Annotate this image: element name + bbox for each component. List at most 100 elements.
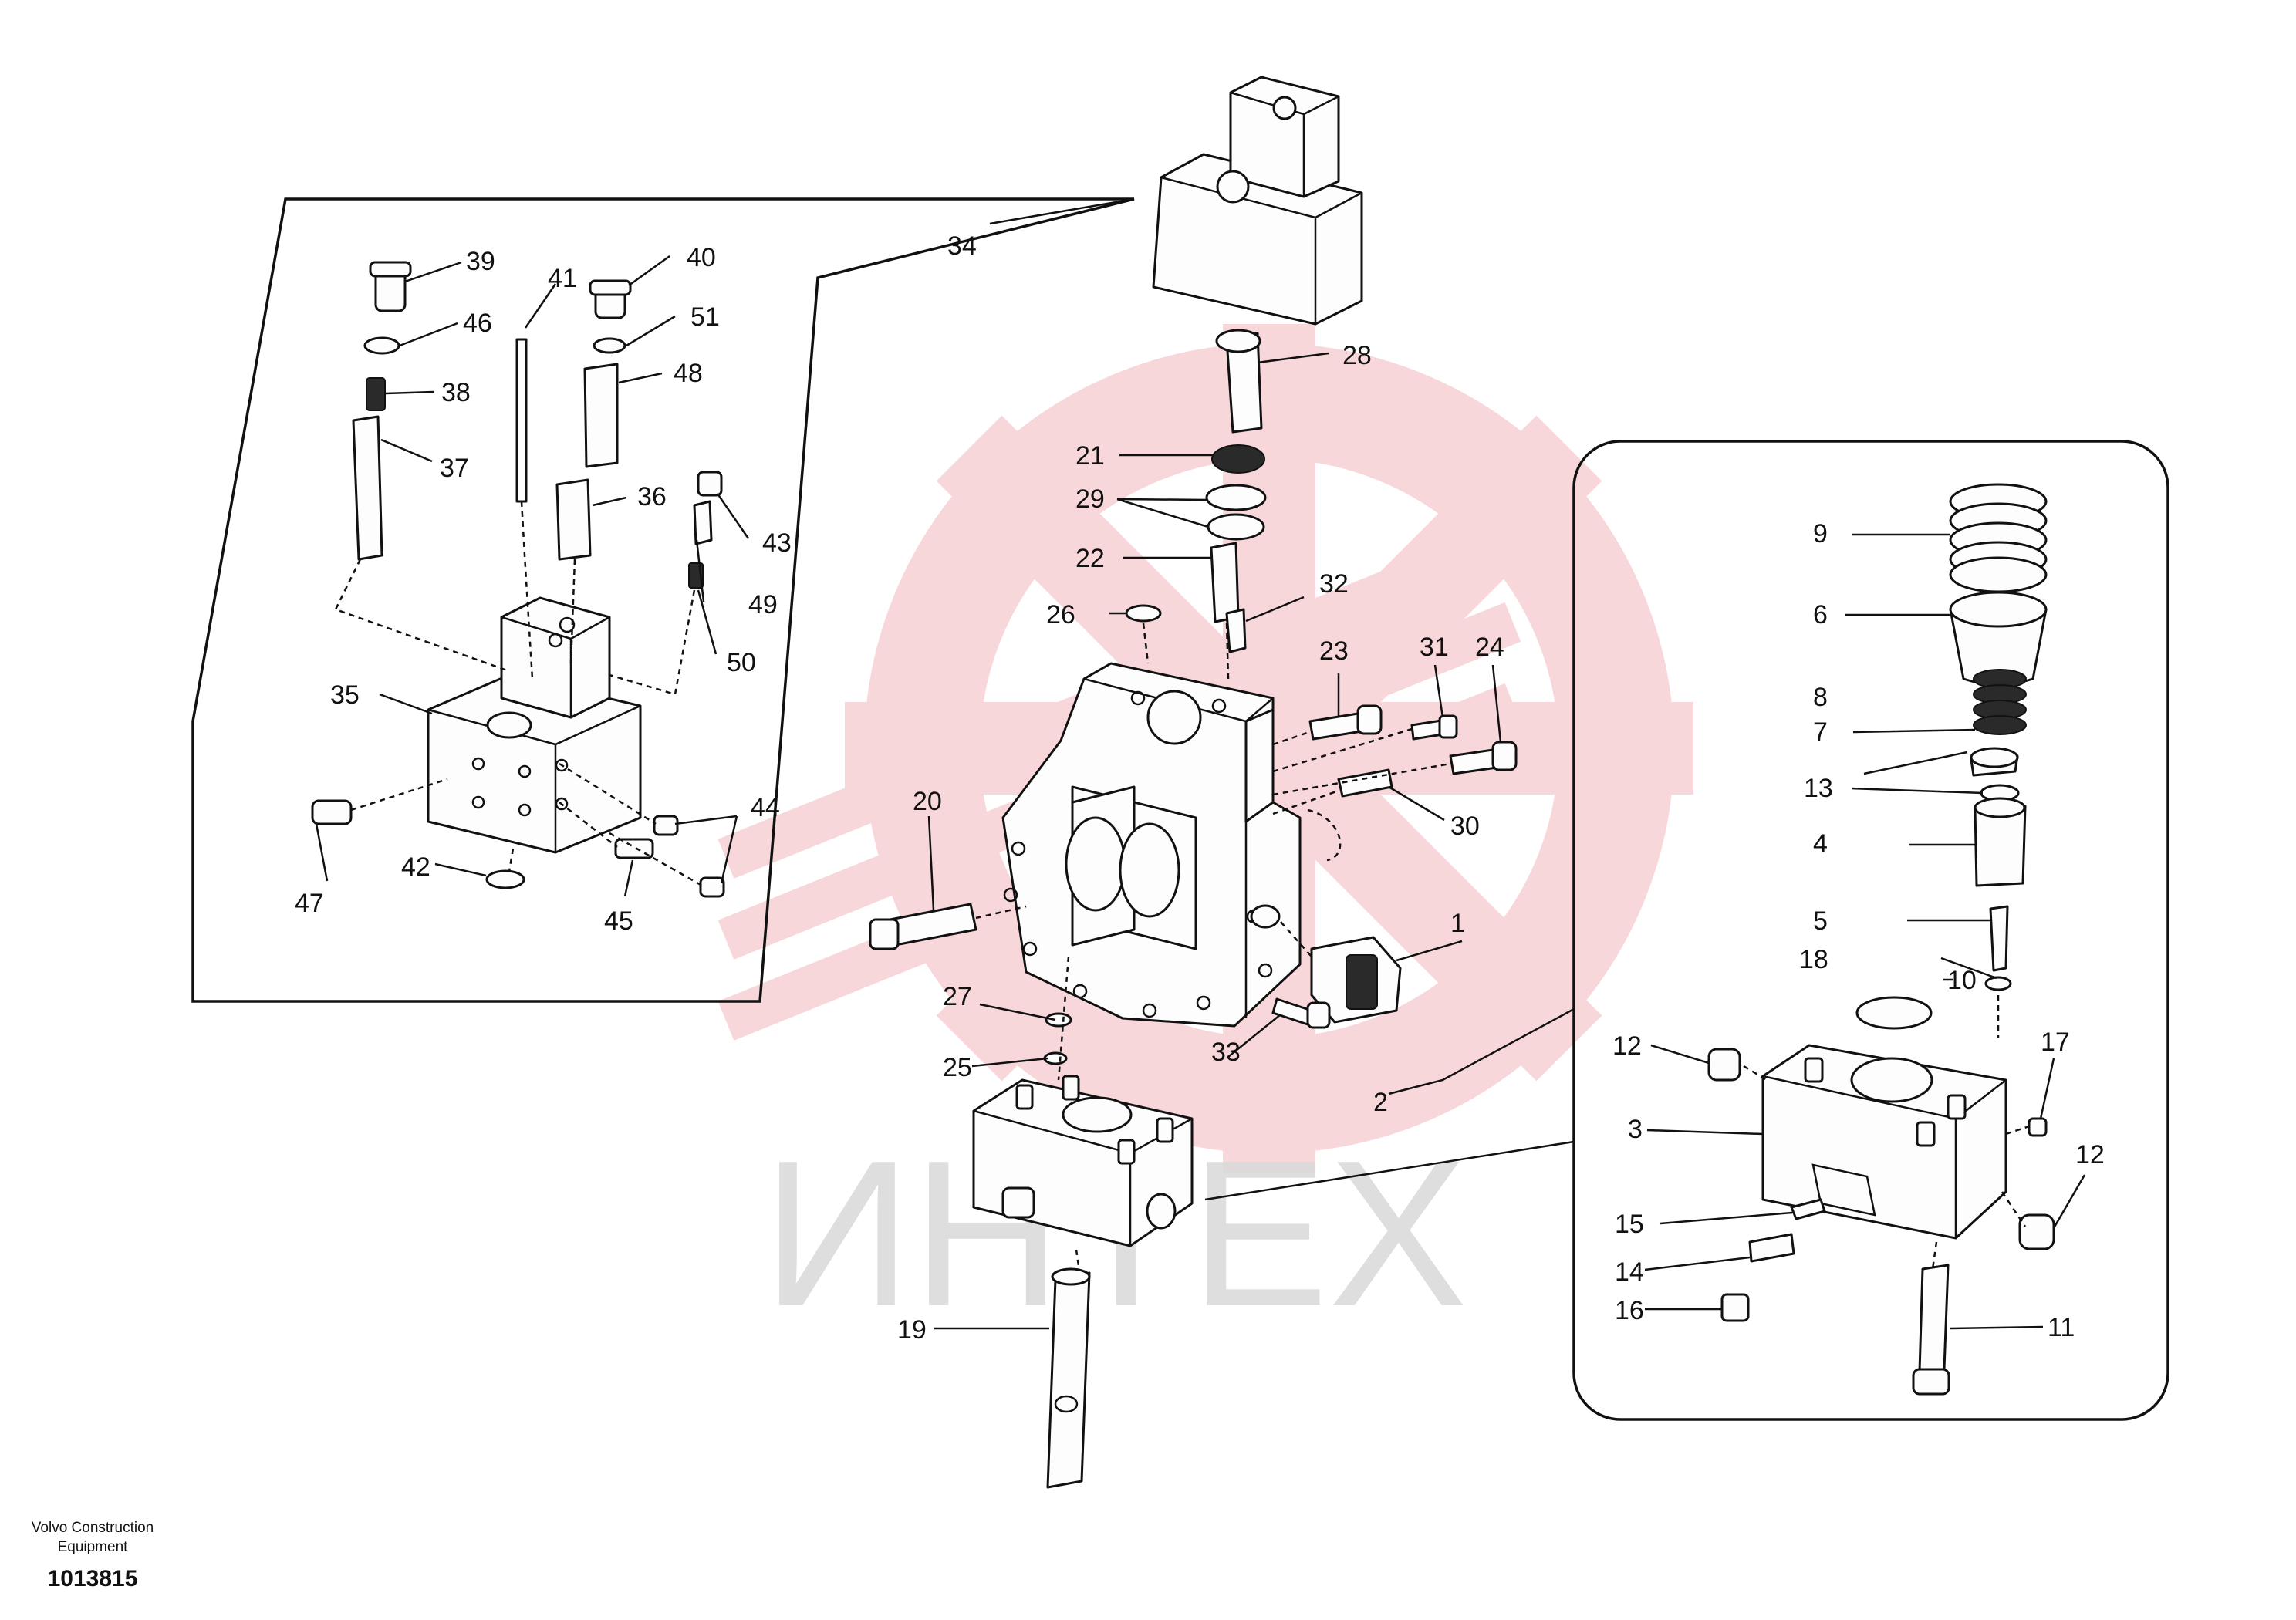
part-label-51: 51: [690, 302, 720, 332]
pump-body: [1001, 662, 1342, 1028]
part-label-49: 49: [748, 590, 778, 619]
part-label-26: 26: [1046, 600, 1075, 629]
oring-25: [1043, 1051, 1068, 1065]
brand-caption: Volvo Construction Equipment: [31, 1520, 154, 1555]
oring-27: [1045, 1012, 1072, 1028]
plug-39: [369, 261, 412, 312]
part-label-9: 9: [1813, 519, 1828, 548]
spool-22: [1210, 542, 1240, 623]
part-label-46: 46: [463, 309, 492, 338]
pin-41: [515, 338, 528, 503]
oring-46: [363, 336, 400, 355]
bolt-11: [1918, 1264, 1950, 1373]
oring-18: [1984, 976, 2012, 991]
part-label-24: 24: [1475, 633, 1504, 662]
part-label-48: 48: [674, 359, 703, 388]
part-label-16: 16: [1615, 1296, 1644, 1325]
oring-10: [1855, 996, 1933, 1030]
ring-21: [1211, 444, 1265, 474]
part-label-6: 6: [1813, 600, 1828, 629]
screw-31: [1410, 719, 1444, 741]
pin-30: [1337, 768, 1393, 798]
oring-42: [485, 869, 525, 889]
detail-frame-right: [1572, 440, 2169, 1421]
part-label-1: 1: [1450, 909, 1465, 938]
part-label-43: 43: [762, 528, 792, 558]
sleeve-19: [1046, 1271, 1091, 1489]
part-label-4: 4: [1813, 829, 1828, 859]
drawing-number: 1013815: [47, 1566, 138, 1591]
oring-51: [593, 337, 626, 354]
part-label-27: 27: [943, 982, 972, 1011]
part-label-2: 2: [1373, 1088, 1388, 1117]
spring-8: [1973, 669, 2027, 735]
plug-44a: [653, 815, 679, 836]
part-label-29: 29: [1075, 484, 1105, 514]
control-housing-34: [1152, 76, 1363, 326]
side-parts: [869, 903, 1402, 1029]
part-label-47: 47: [295, 889, 324, 918]
oring-26: [1125, 604, 1162, 623]
part-label-22: 22: [1075, 544, 1105, 573]
part-label-20: 20: [913, 787, 942, 816]
part-label-28: 28: [1342, 341, 1372, 370]
pin-45: [614, 838, 654, 859]
relief-valve-assembly: [1707, 483, 2055, 1396]
pin-47: [311, 799, 353, 825]
part-label-12a: 12: [1612, 1031, 1642, 1061]
part-label-19: 19: [897, 1315, 927, 1345]
part-label-33: 33: [1211, 1038, 1241, 1067]
part-label-11: 11: [2048, 1313, 2075, 1342]
part-label-15: 15: [1615, 1210, 1644, 1239]
part-label-36: 36: [637, 482, 667, 511]
part-label-39: 39: [466, 247, 495, 276]
part-label-8: 8: [1813, 683, 1828, 712]
part-label-41: 41: [548, 264, 577, 293]
detail-frame-left: [191, 197, 1135, 1003]
part-label-32: 32: [1319, 569, 1349, 599]
poppet-5: [1989, 905, 2009, 972]
plug-17: [2028, 1117, 2048, 1137]
part-label-3: 3: [1628, 1115, 1643, 1144]
center-column-parts: [1125, 329, 1267, 680]
bolts-23-24-31-30: [1272, 704, 1518, 815]
part-label-23: 23: [1319, 636, 1349, 666]
part-label-31: 31: [1420, 633, 1449, 662]
part-label-50: 50: [727, 648, 756, 677]
control-block-assembly: [311, 261, 725, 898]
sleeve-48: [583, 363, 619, 468]
part-label-7: 7: [1813, 717, 1828, 747]
sleeve-36: [555, 478, 592, 561]
oring-29b: [1207, 513, 1265, 541]
part-label-17: 17: [2041, 1028, 2070, 1057]
screw-14: [1748, 1233, 1795, 1263]
plug-43: [697, 471, 723, 497]
plug-12a: [1707, 1048, 1741, 1082]
part-label-35: 35: [330, 680, 360, 710]
part-label-45: 45: [604, 906, 633, 936]
part-label-18: 18: [1799, 945, 1828, 974]
part-label-5: 5: [1813, 906, 1828, 936]
part-label-40: 40: [687, 243, 716, 272]
part-label-21: 21: [1075, 441, 1105, 471]
part-label-12b: 12: [2075, 1140, 2105, 1169]
part-label-13: 13: [1804, 774, 1833, 803]
plug-44b: [699, 876, 725, 898]
oring-29a: [1205, 484, 1267, 511]
poppet-49: [693, 500, 713, 545]
part-label-37: 37: [440, 454, 469, 483]
part-number-labels: 1 2 3 4 5 6 7 8 9 10 11 12 12 13 14 15 1…: [295, 231, 2105, 1345]
nut-16: [1720, 1293, 1750, 1322]
spring-38: [366, 377, 386, 411]
plug-12b: [2018, 1213, 2055, 1250]
part-label-10: 10: [1947, 966, 1977, 995]
part-label-14: 14: [1615, 1257, 1644, 1287]
plug-40: [589, 279, 632, 319]
part-label-30: 30: [1450, 812, 1480, 841]
part-label-38: 38: [441, 378, 471, 407]
part-label-25: 25: [943, 1053, 972, 1082]
spring-9: [1949, 483, 2048, 593]
leader-lines: [315, 197, 2086, 1330]
pin-32: [1225, 608, 1247, 653]
